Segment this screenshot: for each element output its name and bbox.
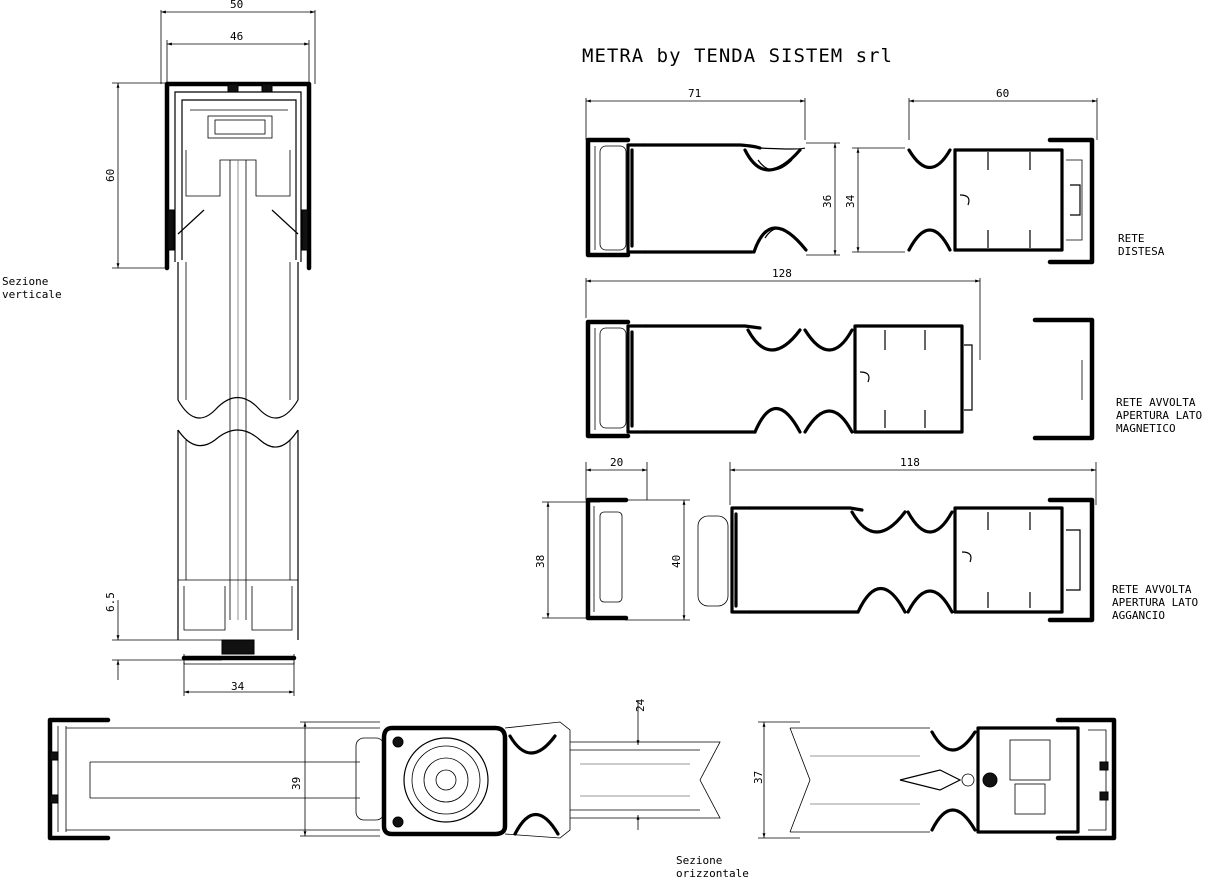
dim-aggancio-118: 118 bbox=[900, 456, 920, 469]
dim-aggancio-20: 20 bbox=[610, 456, 623, 469]
label-magnetico-3: MAGNETICO bbox=[1116, 422, 1176, 435]
label-magnetico-1: RETE AVVOLTA bbox=[1116, 396, 1196, 409]
dim-horizontal-37: 37 bbox=[752, 771, 765, 784]
label-sezione-orizzontale-1: Sezione bbox=[676, 854, 722, 867]
dim-distesa-34: 34 bbox=[844, 194, 857, 208]
dim-vertical-50: 50 bbox=[230, 0, 243, 11]
dim-horizontal-39: 39 bbox=[290, 777, 303, 790]
dim-distesa-71: 71 bbox=[688, 87, 701, 100]
rete-distesa-section: 71 60 36 34 bbox=[585, 87, 1165, 265]
rete-avvolta-magnetico-section: 128 RETE AVVOLTA APERTURA LATO MAGNETICO bbox=[585, 267, 1202, 441]
label-sezione-orizzontale-2: orizzontale bbox=[676, 867, 749, 880]
dim-horizontal-24: 24 bbox=[634, 698, 647, 712]
drawing-title: METRA by TENDA SISTEM srl bbox=[582, 45, 893, 67]
label-aggancio-2: APERTURA LATO bbox=[1112, 596, 1198, 609]
dim-vertical-34: 34 bbox=[231, 680, 245, 693]
label-aggancio-3: AGGANCIO bbox=[1112, 609, 1165, 622]
dim-distesa-36: 36 bbox=[821, 195, 834, 208]
horizontal-section: 39 24 37 bbox=[47, 698, 1117, 880]
dim-magnetico-128: 128 bbox=[772, 267, 792, 280]
dim-aggancio-40: 40 bbox=[670, 555, 683, 568]
label-aggancio-1: RETE AVVOLTA bbox=[1112, 583, 1192, 596]
dim-vertical-60: 60 bbox=[104, 169, 117, 182]
label-magnetico-2: APERTURA LATO bbox=[1116, 409, 1202, 422]
label-sezione-verticale-2: verticale bbox=[2, 288, 62, 301]
dim-vertical-46: 46 bbox=[230, 30, 243, 43]
vertical-section: 50 46 60 bbox=[2, 0, 316, 696]
label-sezione-verticale-1: Sezione bbox=[2, 275, 48, 288]
rete-avvolta-aggancio-section: 20 118 38 40 bbox=[534, 456, 1198, 623]
dim-distesa-60: 60 bbox=[996, 87, 1009, 100]
dim-vertical-6-5: 6.5 bbox=[104, 592, 117, 612]
dim-aggancio-38: 38 bbox=[534, 555, 547, 568]
label-rete-distesa-2: DISTESA bbox=[1118, 245, 1165, 258]
label-rete-distesa-1: RETE bbox=[1118, 232, 1145, 245]
